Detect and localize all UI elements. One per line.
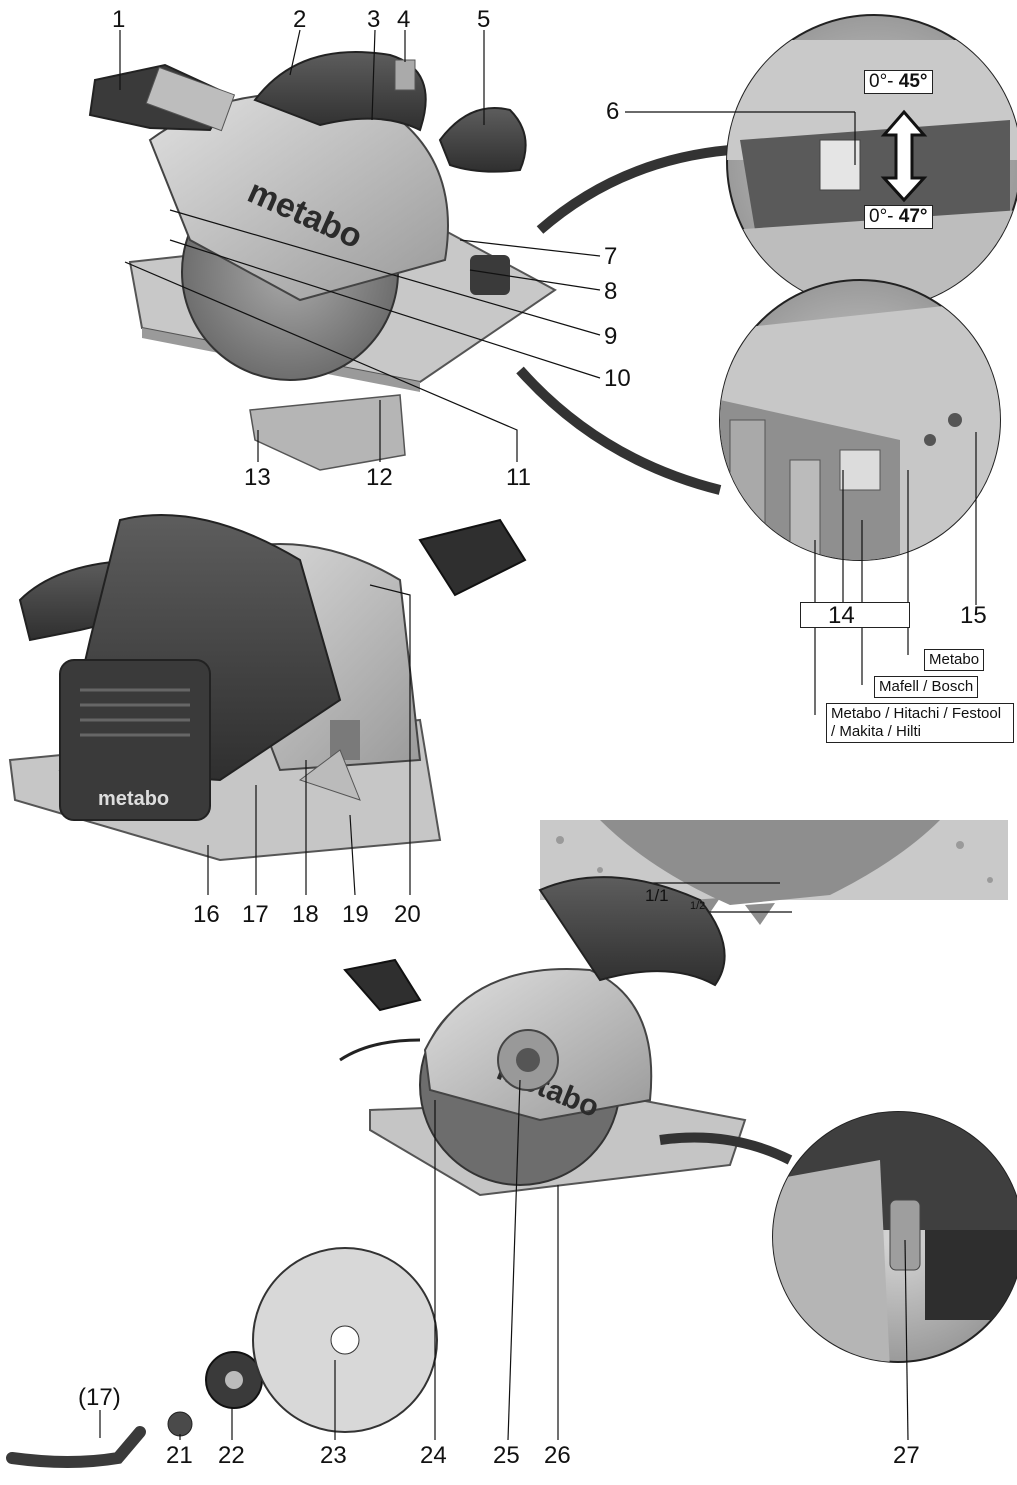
rail-label-multi-brand: Metabo / Hitachi / Festool / Makita / Hi… bbox=[826, 703, 1014, 743]
callout-7: 7 bbox=[604, 243, 618, 270]
callout-17: 17 bbox=[242, 901, 269, 928]
rail-label-metabo: Metabo bbox=[924, 649, 985, 671]
callout-9: 9 bbox=[604, 323, 618, 350]
leader-lines bbox=[99, 29, 977, 1441]
guide-rail-zoom-detail bbox=[516, 279, 1001, 561]
callout-6: 6 bbox=[606, 98, 620, 125]
parallel-guide bbox=[249, 394, 406, 471]
rail-label-14-frame bbox=[800, 602, 910, 628]
bevel-arrow bbox=[880, 109, 928, 203]
bevel-47-prefix: 0°- bbox=[869, 206, 899, 227]
blade-segment bbox=[600, 820, 940, 905]
callout-12: 12 bbox=[366, 464, 393, 491]
callout-20: 20 bbox=[394, 901, 421, 928]
callout-3: 3 bbox=[367, 6, 381, 33]
auxiliary-handle bbox=[438, 107, 527, 173]
callout-18: 18 bbox=[292, 901, 319, 928]
saw-top-view: metabo bbox=[88, 51, 557, 471]
clamping-screw bbox=[167, 1411, 193, 1437]
callout-2: 2 bbox=[293, 6, 307, 33]
bevel-zoom-detail bbox=[536, 14, 1017, 310]
callout-17-paren: (17) bbox=[78, 1384, 121, 1411]
callout-25: 25 bbox=[493, 1442, 520, 1469]
handle-bottom bbox=[538, 876, 726, 987]
callout-22: 22 bbox=[218, 1442, 245, 1469]
cut-depth-half: 1/2 bbox=[690, 900, 706, 912]
callout-4: 4 bbox=[397, 6, 411, 33]
saw-blade-change-view: metabo bbox=[339, 876, 747, 1197]
rear-handle bbox=[253, 51, 427, 132]
callout-23: 23 bbox=[320, 1442, 347, 1469]
dust-port-side bbox=[418, 518, 527, 597]
cut-depth-full: 1/1 bbox=[645, 886, 669, 905]
callout-24: 24 bbox=[420, 1442, 447, 1469]
callout-15: 15 bbox=[960, 602, 987, 629]
bevel-47-value: 47° bbox=[898, 206, 928, 227]
bevel-45-prefix: 0°- bbox=[869, 71, 899, 92]
callout-5: 5 bbox=[477, 6, 491, 33]
rail-label-mafell-bosch: Mafell / Bosch bbox=[874, 676, 979, 698]
callout-21: 21 bbox=[166, 1442, 193, 1469]
callout-19: 19 bbox=[342, 901, 369, 928]
bevel-range-45: 0°- 45° bbox=[864, 70, 933, 94]
loose-parts bbox=[6, 1247, 438, 1468]
callout-10: 10 bbox=[604, 365, 631, 392]
allen-key bbox=[6, 1426, 146, 1468]
svg-text:metabo: metabo bbox=[98, 788, 169, 810]
bevel-45-value: 45° bbox=[898, 71, 928, 92]
callout-11: 11 bbox=[506, 464, 531, 491]
callout-8: 8 bbox=[604, 278, 618, 305]
callout-13: 13 bbox=[244, 464, 271, 491]
callout-16: 16 bbox=[193, 901, 220, 928]
saw-side-view: metabo bbox=[8, 514, 527, 862]
bevel-range-47: 0°- 47° bbox=[864, 205, 933, 229]
callout-27: 27 bbox=[893, 1442, 920, 1469]
callout-1: 1 bbox=[112, 6, 126, 33]
callout-14: 14 bbox=[828, 602, 855, 629]
saw-blade-loose bbox=[252, 1247, 438, 1433]
callout-26: 26 bbox=[544, 1442, 571, 1469]
